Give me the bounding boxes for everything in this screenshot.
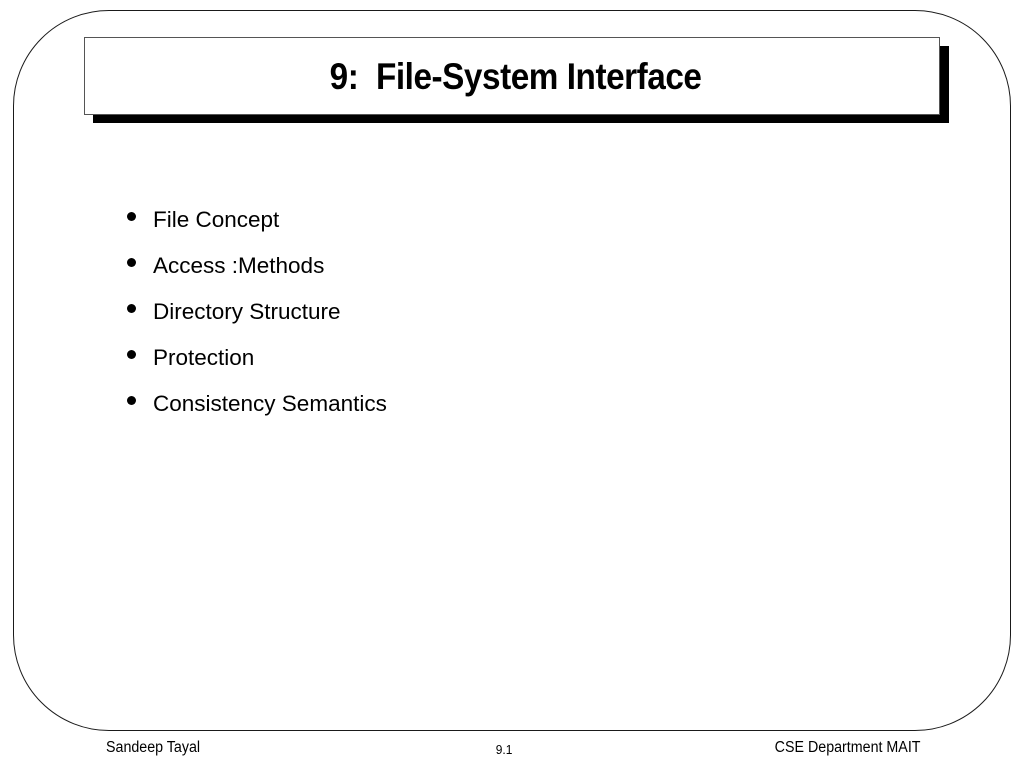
bullet-text: Protection xyxy=(153,345,255,370)
slide-frame xyxy=(13,10,1011,731)
bullet-dot-icon xyxy=(127,257,136,267)
bullet-dot-icon xyxy=(127,395,136,405)
bullet-text: File Concept xyxy=(153,207,280,232)
footer-page-number: 9.1 xyxy=(495,742,513,757)
bullet-text: Consistency Semantics xyxy=(153,391,387,416)
bullet-dot-icon xyxy=(127,349,136,359)
bullet-item: Consistency Semantics xyxy=(127,381,387,427)
bullet-item: Access :Methods xyxy=(127,243,387,289)
footer-department: CSE Department MAIT xyxy=(774,739,920,756)
bullet-text: Directory Structure xyxy=(153,299,341,324)
bullet-dot-icon xyxy=(127,303,136,313)
bullet-item: Directory Structure xyxy=(127,289,387,335)
bullet-item: File Concept xyxy=(127,197,387,243)
bullet-dot-icon xyxy=(127,211,136,221)
slide-title: 9: File-System Interface xyxy=(330,56,702,97)
title-box: 9: File-System Interface xyxy=(84,37,940,115)
bullet-text: Access :Methods xyxy=(153,253,325,278)
bullet-item: Protection xyxy=(127,335,387,381)
footer-author: Sandeep Tayal xyxy=(106,739,201,756)
bullet-list: File Concept Access :Methods Directory S… xyxy=(127,197,387,427)
